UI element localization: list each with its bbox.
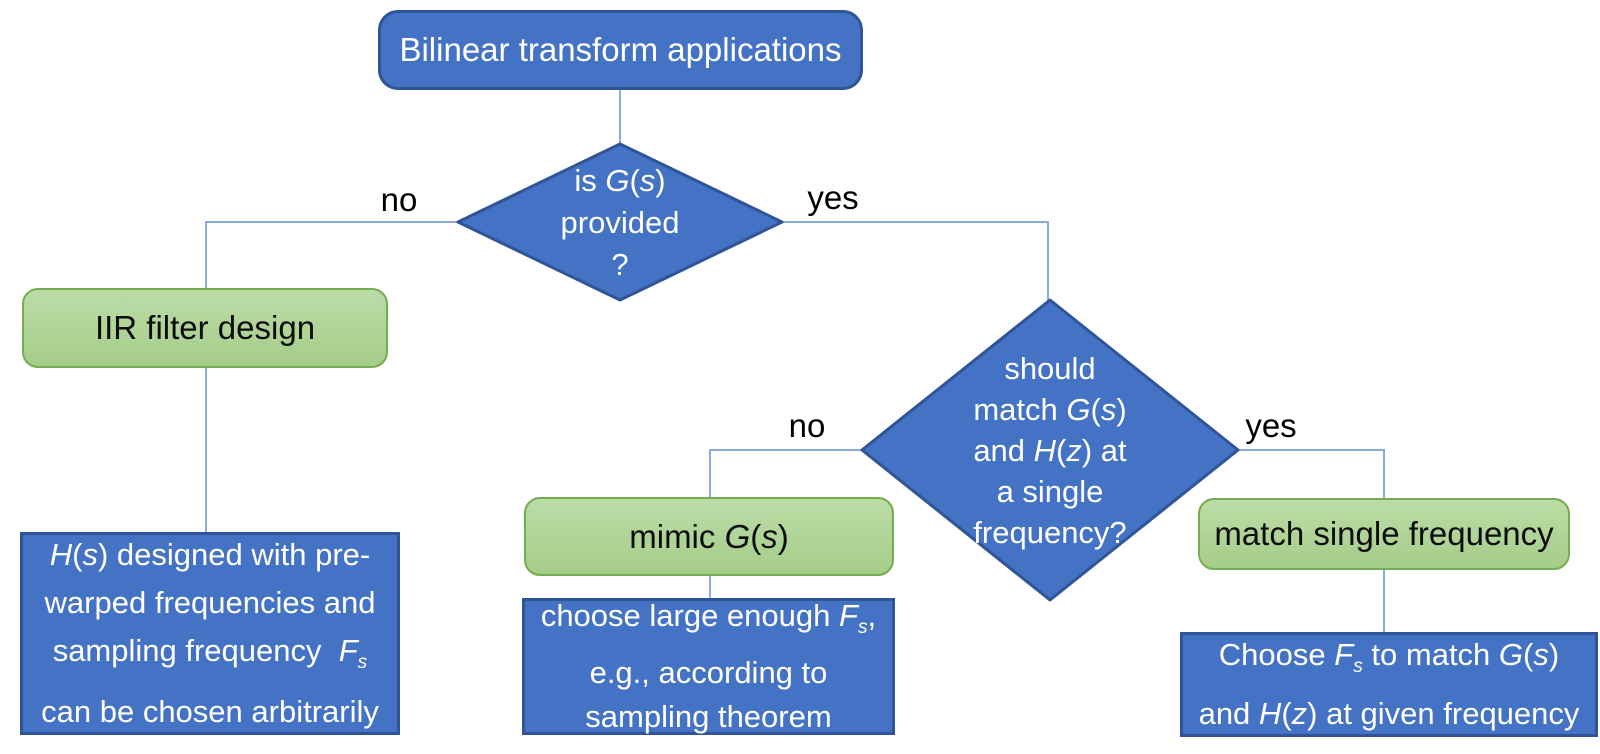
decision1-diamond-shape [456, 142, 784, 302]
edge-decision1-yes-branch [782, 221, 1049, 302]
node-match-single-frequency: match single frequency [1198, 498, 1570, 570]
node-iir-label: IIR filter design [94, 309, 316, 346]
node-mimic-gs: mimic G(s) [524, 497, 894, 576]
edge-decision1-no-branch [205, 221, 458, 532]
edge-label-decision2-no: no [788, 407, 826, 444]
node-mimic-detail: choose large enough Fs,e.g., according t… [522, 598, 895, 735]
node-mimic-detail-label: choose large enough Fs,e.g., according t… [540, 598, 877, 734]
edge-label-decision1-yes: yes [807, 179, 859, 216]
node-iir-detail: H(s) designed with pre-warped frequencie… [20, 532, 400, 735]
edge-label-decision2-yes: yes [1245, 407, 1297, 444]
node-match-detail-label: Choose Fs to match G(s)and H(z) at given… [1198, 637, 1580, 731]
decision2-diamond-shape [860, 298, 1240, 602]
node-match-label: match single frequency [1214, 515, 1554, 552]
node-iir-filter-design: IIR filter design [22, 288, 388, 368]
node-mimic-label: mimic G(s) [629, 517, 789, 555]
node-iir-detail-label: H(s) designed with pre-warped frequencie… [41, 537, 379, 729]
node-bilinear-transform-applications: Bilinear transform applications [378, 10, 863, 90]
node-match-detail: Choose Fs to match G(s)and H(z) at given… [1180, 632, 1598, 737]
node-root-label: Bilinear transform applications [399, 31, 842, 68]
edge-label-decision1-no: no [380, 181, 418, 218]
edge-decision2-yes-branch [1238, 449, 1385, 632]
